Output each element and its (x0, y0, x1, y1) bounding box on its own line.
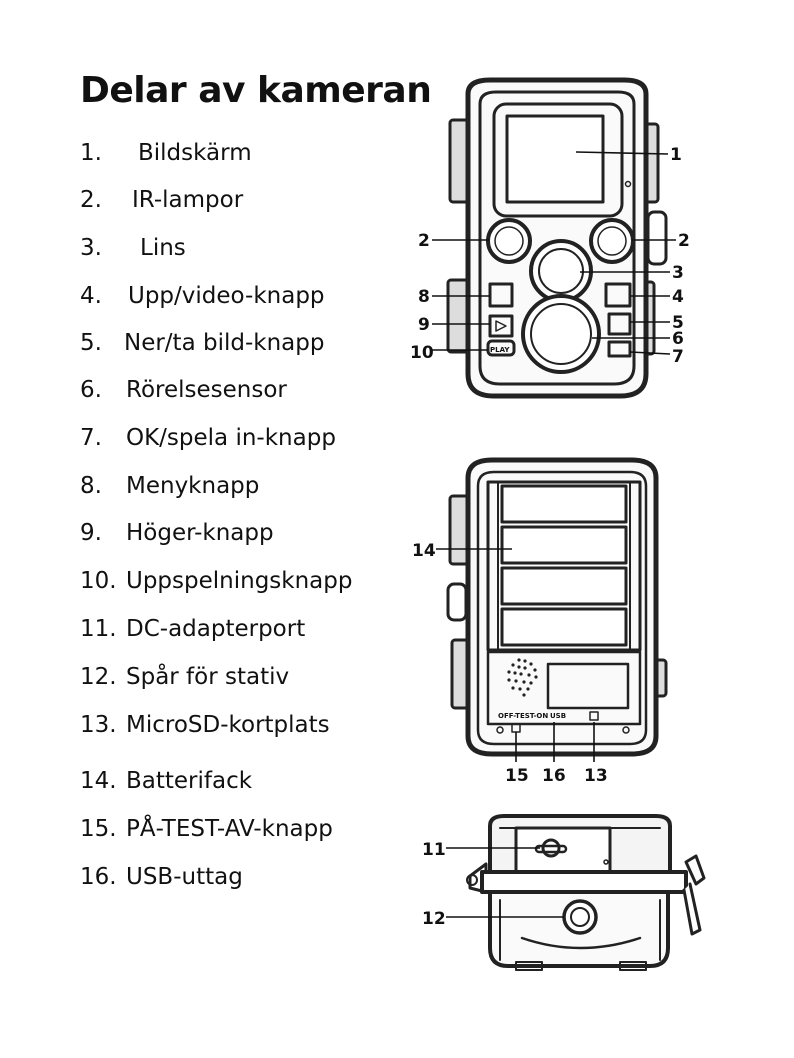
part-number: 8. (80, 473, 102, 499)
parts-list: 1. Bildskärm 2. IR-lampor 3. Lins 4. Upp/vid… (80, 0, 410, 1058)
list-item: 7. OK/spela in-knapp (80, 425, 336, 451)
list-item: 15. PÅ-TEST-AV-knapp (80, 816, 333, 842)
list-item: 6. Rörelsesensor (80, 377, 287, 403)
callout-9: 9 (418, 315, 430, 335)
list-item: 14. Batterifack (80, 768, 252, 794)
back-leader-lines (436, 548, 595, 762)
part-label: DC-adapterport (126, 616, 306, 642)
list-item: 4. Upp/video-knapp (80, 283, 325, 309)
list-item: 8. Menyknapp (80, 473, 259, 499)
part-label: PÅ-TEST-AV-knapp (126, 816, 333, 842)
callout-12: 12 (422, 909, 446, 929)
part-number: 7. (80, 425, 102, 451)
part-number: 12. (80, 664, 117, 690)
list-item: 10. Uppspelningsknapp (80, 568, 352, 594)
part-label: Lins (140, 235, 186, 261)
callout-8: 8 (418, 287, 430, 307)
list-item: 12. Spår för stativ (80, 664, 289, 690)
list-item: 11. DC-adapterport (80, 616, 305, 642)
part-number: 15. (80, 816, 117, 842)
callout-1: 1 (670, 145, 682, 165)
list-item: 2. IR-lampor (80, 187, 243, 213)
camera-back-view (446, 457, 668, 757)
list-item: 3. Lins (80, 235, 186, 261)
callout-16: 16 (542, 766, 566, 786)
part-label: Höger-knapp (126, 520, 274, 546)
part-label: Uppspelningsknapp (126, 568, 353, 594)
part-number: 1. (80, 140, 102, 166)
part-number: 11. (80, 616, 117, 642)
part-number: 13. (80, 712, 117, 738)
part-label: Spår för stativ (126, 664, 290, 690)
part-number: 6. (80, 377, 102, 403)
callout-10: 10 (410, 343, 434, 363)
part-number: 5. (80, 330, 102, 356)
part-label: Batterifack (126, 768, 253, 794)
callout-15: 15 (505, 766, 529, 786)
callout-2-right: 2 (678, 231, 690, 251)
callout-5: 5 (672, 313, 684, 333)
part-label: Upp/video-knapp (128, 283, 325, 309)
play-button-label: PLAY (490, 346, 510, 354)
part-label: Ner/ta bild-knapp (124, 330, 325, 356)
part-label: Bildskärm (138, 140, 252, 166)
part-label: IR-lampor (132, 187, 244, 213)
callout-13: 13 (584, 766, 608, 786)
callout-14: 14 (412, 541, 436, 561)
part-number: 14. (80, 768, 117, 794)
part-number: 10. (80, 568, 117, 594)
camera-front-view (446, 77, 668, 399)
part-label: OK/spela in-knapp (126, 425, 336, 451)
callout-4: 4 (672, 287, 684, 307)
part-label: MicroSD-kortplats (126, 712, 330, 738)
callout-6: 6 (672, 329, 684, 349)
part-label: Menyknapp (126, 473, 260, 499)
part-number: 16. (80, 864, 117, 890)
usb-label: USB (550, 712, 566, 720)
callout-3: 3 (672, 263, 684, 283)
part-number: 4. (80, 283, 102, 309)
part-number: 3. (80, 235, 102, 261)
part-label: USB-uttag (126, 864, 243, 890)
switch-label: OFF-TEST-ON (498, 712, 548, 720)
part-number: 2. (80, 187, 102, 213)
front-leader-lines (432, 151, 676, 355)
list-item: 9. Höger-knapp (80, 520, 274, 546)
list-item: 1. Bildskärm (80, 140, 252, 166)
part-number: 9. (80, 520, 102, 546)
callout-11: 11 (422, 840, 446, 860)
part-label: Rörelsesensor (126, 377, 287, 403)
callout-7: 7 (672, 347, 684, 367)
list-item: 5. Ner/ta bild-knapp (80, 330, 324, 356)
callout-2-left: 2 (418, 231, 430, 251)
bottom-leader-lines (446, 847, 564, 918)
page-title: Delar av kameran (80, 70, 432, 111)
list-item: 16. USB-uttag (80, 864, 243, 890)
list-item: 13. MicroSD-kortplats (80, 712, 330, 738)
camera-bottom-view (466, 814, 706, 971)
